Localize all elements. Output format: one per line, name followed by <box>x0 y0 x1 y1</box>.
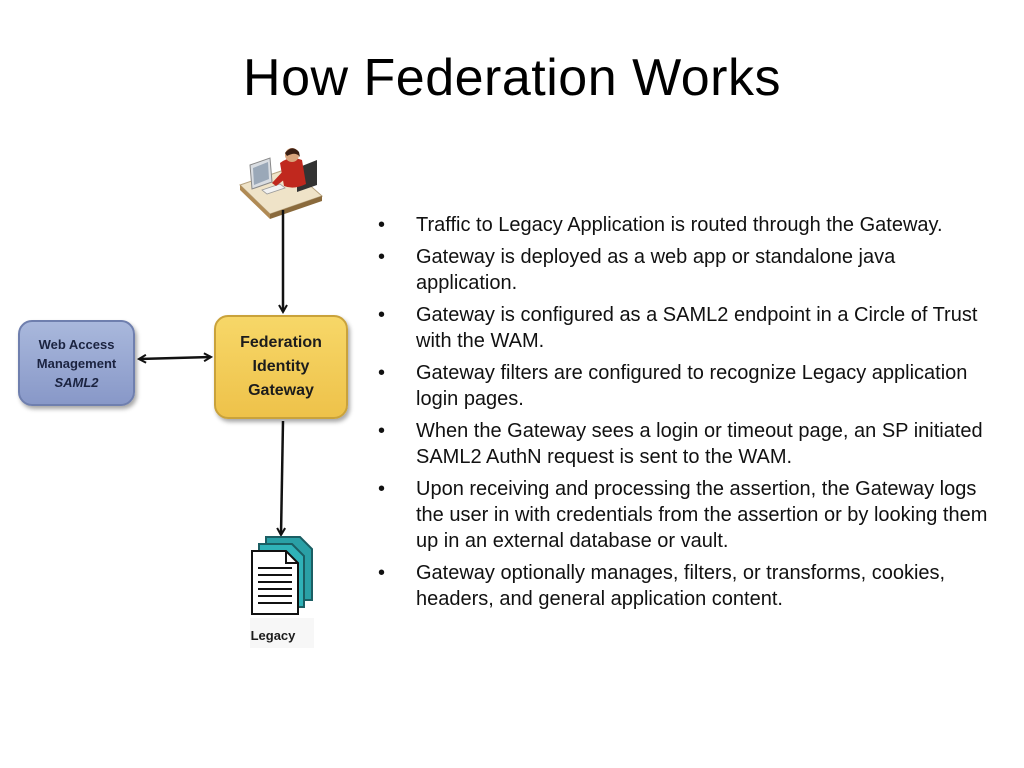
wam-line-3: SAML2 <box>54 374 99 390</box>
bullet-item: • Gateway is configured as a SAML2 endpoi… <box>378 302 988 354</box>
wam-line-1: Web Access <box>38 336 115 352</box>
bullet-item: • Upon receiving and processing the asser… <box>378 476 988 554</box>
bullet-item: • Gateway is deployed as a web app or sta… <box>378 244 988 296</box>
legacy-documents-icon <box>250 536 314 648</box>
bullet-item: • Traffic to Legacy Application is routed… <box>378 212 988 238</box>
bullet-marker: • <box>378 420 386 442</box>
bullet-item: • Gateway filters are configured to recog… <box>378 360 988 412</box>
bullet-marker: • <box>378 246 386 268</box>
wam-line-2: Management <box>36 355 117 371</box>
gateway-line-3: Gateway <box>248 382 314 399</box>
bullet-text: Gateway filters are configured to recogn… <box>416 362 968 410</box>
gateway-line-1: Federation <box>240 334 322 351</box>
bullet-list: • Traffic to Legacy Application is routed… <box>378 212 988 618</box>
bullet-text: Gateway is deployed as a web app or stan… <box>416 246 896 294</box>
bullet-item: • Gateway optionally manages, filters, or… <box>378 560 988 612</box>
bullet-marker: • <box>378 214 386 236</box>
bullet-text: When the Gateway sees a login or timeout… <box>416 420 983 468</box>
bullet-text: Traffic to Legacy Application is routed … <box>416 214 943 236</box>
bullet-marker: • <box>378 562 386 584</box>
bullet-text: Gateway is configured as a SAML2 endpoin… <box>416 304 978 352</box>
bullet-marker: • <box>378 304 386 326</box>
gateway-node: Federation Identity Gateway <box>214 315 348 419</box>
bullet-text: Gateway optionally manages, filters, or … <box>416 562 946 610</box>
bullet-marker: • <box>378 478 386 500</box>
arrow-wam-gateway <box>139 357 211 359</box>
arrow-gateway-to-legacy <box>281 420 283 535</box>
legacy-label: Legacy <box>250 628 296 643</box>
bullet-item: • When the Gateway sees a login or timeou… <box>378 418 988 470</box>
bullet-marker: • <box>378 362 386 384</box>
user-at-computer-icon <box>239 148 323 219</box>
bullet-text: Upon receiving and processing the assert… <box>416 478 988 552</box>
slide-title: How Federation Works <box>243 49 781 107</box>
wam-node: Web Access Management SAML2 <box>18 320 135 406</box>
gateway-line-2: Identity <box>252 358 310 375</box>
